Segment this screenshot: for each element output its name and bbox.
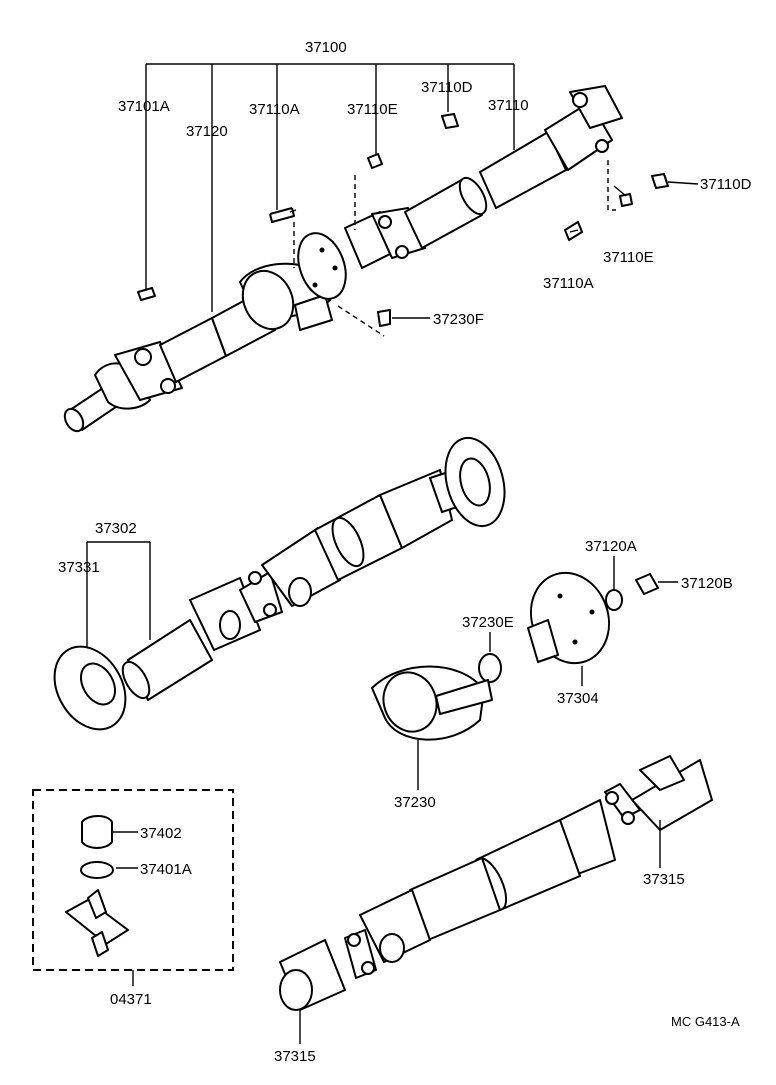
flange-hole [589, 609, 595, 615]
joint-cap [378, 215, 392, 229]
label-04371: 04371 [110, 991, 152, 1008]
kit-box [32, 789, 234, 971]
assembly-guide-lines [293, 160, 616, 337]
catalog-code: MC G413-A [671, 1014, 740, 1029]
rubber-cushion [382, 671, 438, 733]
joint-cap [160, 378, 176, 394]
label-37315-bottom: 37315 [274, 1048, 316, 1065]
joint-cap [605, 791, 619, 805]
cross-arm [87, 889, 107, 919]
label-37304: 37304 [557, 690, 599, 707]
propeller-shaft-assembly-37100 [63, 63, 699, 433]
label-37120: 37120 [186, 123, 228, 140]
cross-arm [91, 931, 109, 957]
spider-cross [65, 899, 129, 945]
label-37110D-top: 37110D [421, 79, 473, 96]
nut-37110D-top [441, 113, 459, 129]
flange-spline-hub [527, 619, 559, 663]
label-37110E-right: 37110E [603, 249, 654, 266]
label-37110A-top: 37110A [249, 101, 300, 118]
part-number-labels: 37100 37101A 37120 37110A 37110E 37110D … [58, 39, 752, 1065]
joint-cap [134, 348, 152, 366]
front-propeller-shaft-37302 [53, 436, 506, 731]
bearing-bracket [435, 679, 493, 715]
joint-cap [347, 933, 361, 947]
flange-hole [557, 593, 563, 599]
seal-37230E [478, 653, 502, 683]
snap-ring-37401A [80, 861, 114, 879]
flange-hub [459, 457, 491, 507]
flange-hole [312, 282, 318, 288]
leader-bracket-37302 [86, 541, 151, 650]
center-bearing-bracket [294, 294, 333, 331]
yoke-lug [639, 755, 685, 791]
center-bearing-ring [241, 269, 295, 331]
nut-37120B [635, 573, 659, 595]
washer-37110E-right [619, 193, 633, 207]
bearing-inner-race [79, 662, 117, 706]
leader-bracket-37100 [145, 63, 515, 312]
joint-cap [572, 92, 588, 108]
leader-lines [299, 820, 661, 1044]
label-37110E-top: 37110E [347, 101, 398, 118]
flange-parts [478, 556, 678, 686]
washer-37110E [367, 153, 383, 169]
center-support-bearing [371, 665, 493, 790]
label-37110D-right: 37110D [700, 176, 752, 193]
label-37100: 37100 [305, 39, 347, 56]
label-37230F: 37230F [433, 311, 484, 328]
snap-ring-37101A [137, 287, 156, 301]
label-37230E: 37230E [462, 614, 514, 631]
tube-joint [458, 176, 488, 216]
label-37331: 37331 [58, 559, 100, 576]
joint-cap [361, 961, 375, 975]
yoke-eye [288, 577, 312, 607]
label-37120A: 37120A [585, 538, 637, 555]
label-37402: 37402 [140, 825, 182, 842]
leader-lines [289, 181, 699, 319]
joint-cap [595, 139, 609, 153]
sleeve-end [121, 660, 151, 700]
nut-37110D-right [651, 173, 669, 189]
bolt-37230F [377, 309, 391, 327]
joint-cap [395, 245, 409, 259]
rear-propeller-shaft-37315 [279, 755, 713, 1044]
leader-lines [112, 831, 138, 986]
rear-shaft-tube [479, 131, 567, 209]
label-37110A-right: 37110A [543, 275, 594, 292]
label-37101A: 37101A [118, 98, 170, 115]
label-37120B: 37120B [681, 575, 733, 592]
spline-end [63, 407, 85, 433]
leader-lines [489, 556, 678, 686]
label-37401A: 37401A [140, 861, 192, 878]
label-37302: 37302 [95, 520, 137, 537]
bolt-37110A [269, 207, 295, 223]
tube-weld [331, 516, 365, 568]
flange-hole [572, 639, 578, 645]
flange-hole [332, 265, 338, 271]
flange-hole [319, 247, 325, 253]
yoke-eye [379, 933, 405, 963]
front-tube-yoke [359, 889, 431, 963]
label-37230: 37230 [394, 794, 436, 811]
repair-kit-04371 [32, 789, 234, 986]
yoke-eye [219, 610, 241, 640]
label-37315-right: 37315 [643, 871, 685, 888]
joint-cap [621, 811, 635, 825]
flange-yoke-bore [279, 969, 313, 1011]
joint-cap [263, 603, 277, 617]
joint-cap [248, 571, 262, 585]
label-37110: 37110 [488, 97, 529, 114]
flange-37304 [529, 571, 611, 665]
center-flange [297, 232, 347, 300]
bearing-cup-37402 [81, 815, 113, 849]
washer-37120A [605, 589, 623, 611]
